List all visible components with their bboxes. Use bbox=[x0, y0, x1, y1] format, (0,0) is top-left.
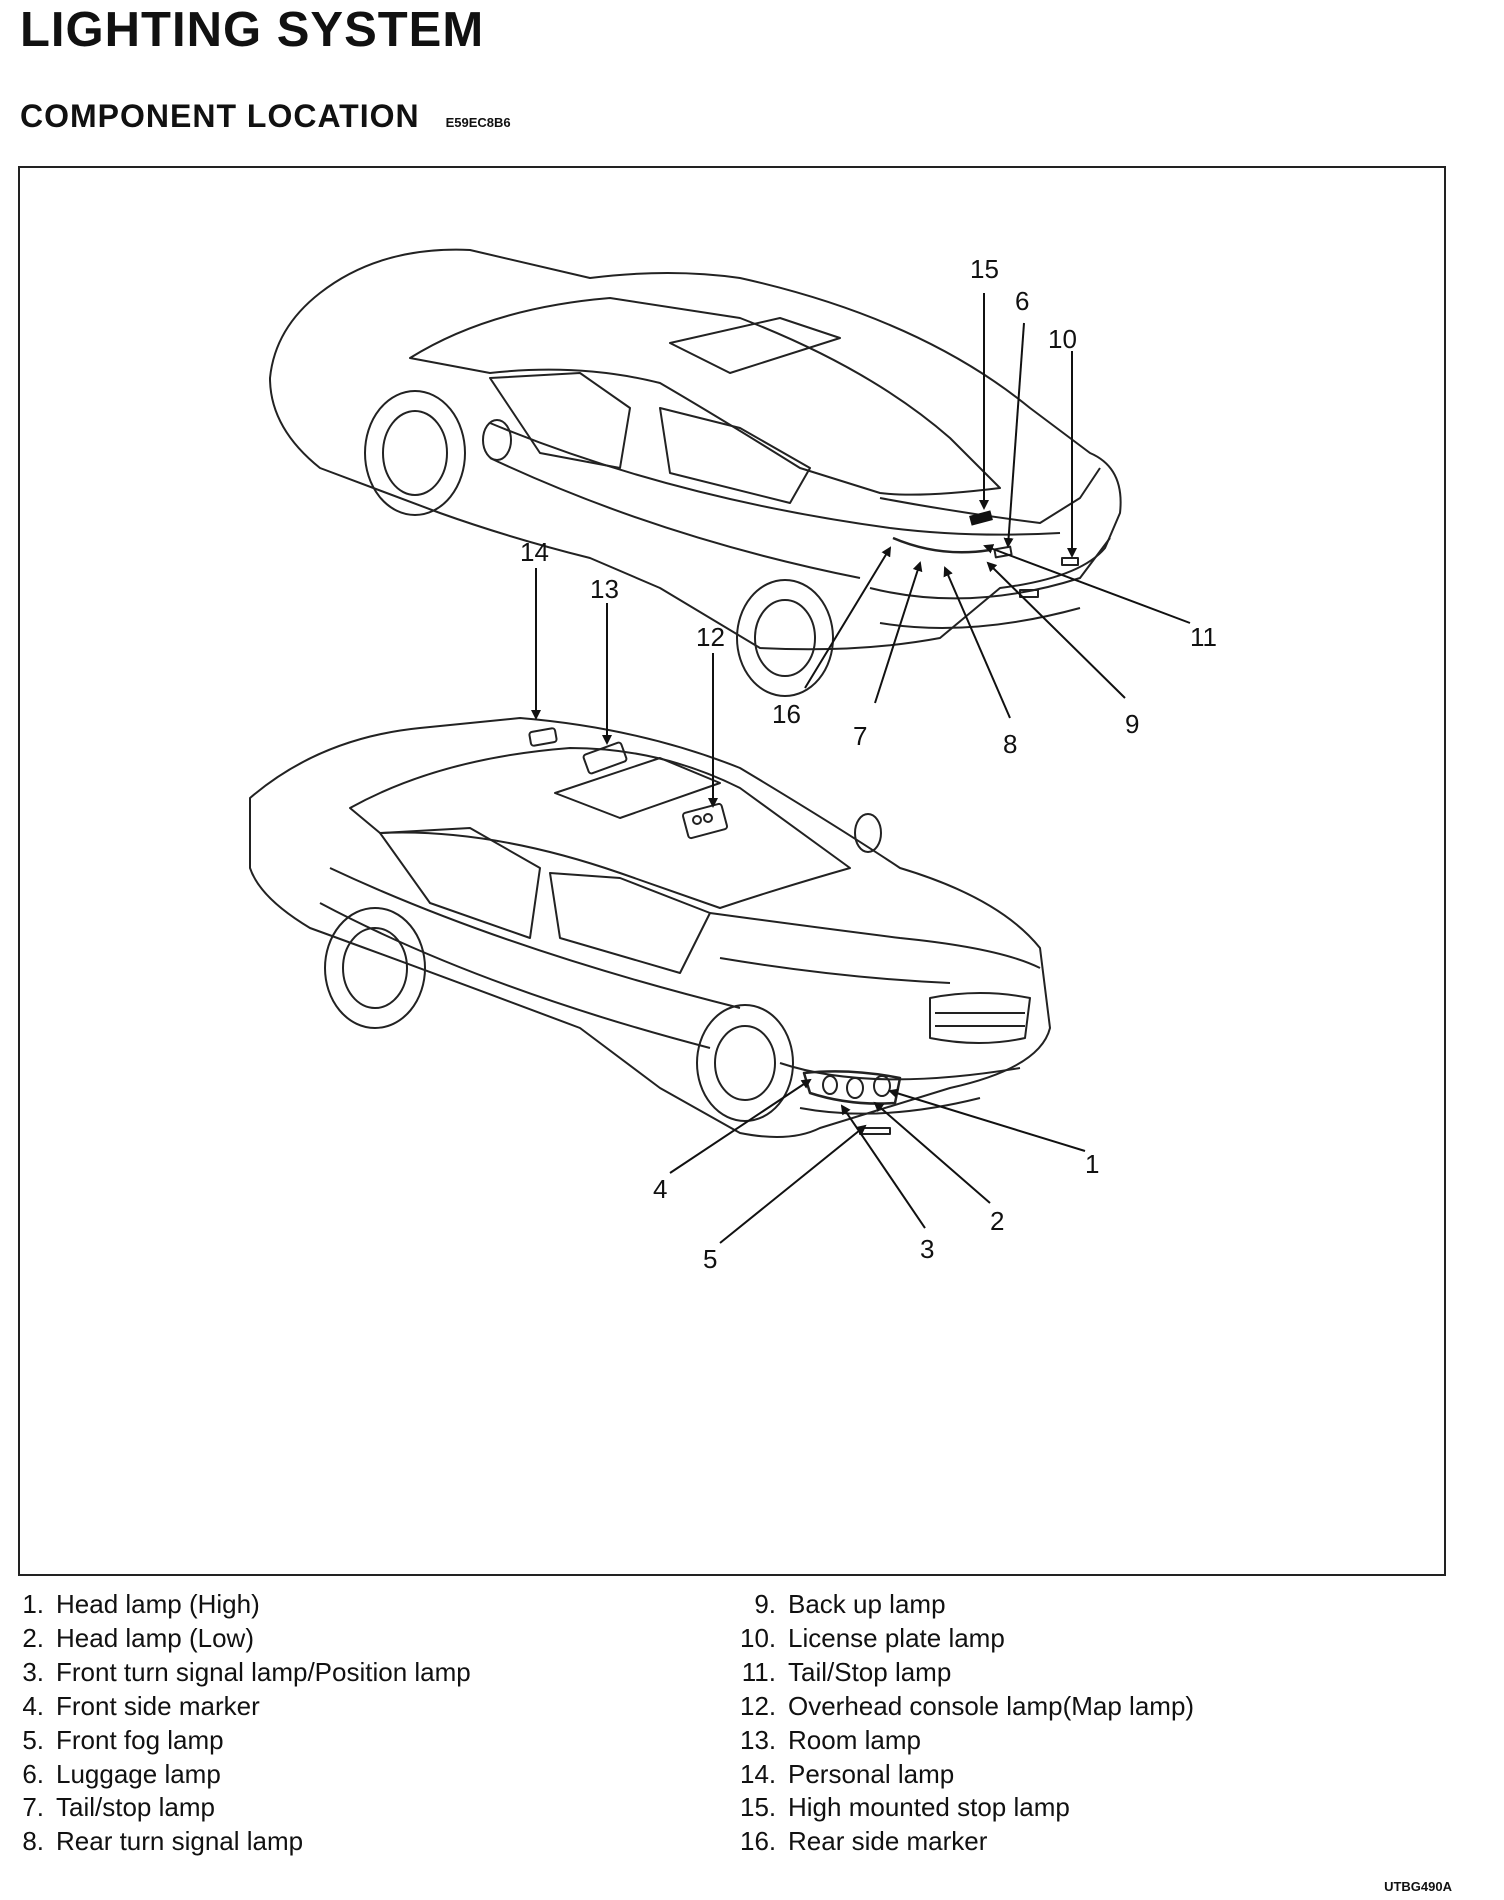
leader-1 bbox=[888, 1088, 1086, 1152]
section-subtitle: COMPONENT LOCATION E59EC8B6 bbox=[20, 98, 511, 135]
callout-15: 15 bbox=[970, 254, 999, 284]
legend-label: Room lamp bbox=[788, 1724, 921, 1755]
legend-number: 5. bbox=[22, 1724, 44, 1755]
legend-item-8: 8. Rear turn signal lamp bbox=[22, 1825, 471, 1859]
leader-7 bbox=[874, 561, 923, 704]
figure-code: UTBG490A bbox=[1384, 1879, 1452, 1894]
rear-view-car bbox=[269, 248, 1122, 697]
legend-item-6: 6. Luggage lamp bbox=[22, 1758, 471, 1792]
legend-label: Luggage lamp bbox=[56, 1758, 221, 1789]
legend-number: 11. bbox=[741, 1656, 776, 1687]
callout-1: 1 bbox=[1085, 1149, 1099, 1179]
legend-label: Personal lamp bbox=[788, 1758, 955, 1789]
leader-5 bbox=[719, 1124, 867, 1244]
legend-number: 9. bbox=[754, 1589, 776, 1619]
callout-7: 7 bbox=[853, 721, 867, 751]
legend-item-16: 16. Rear side marker bbox=[740, 1825, 1194, 1859]
legend-label: Head lamp (High) bbox=[56, 1589, 260, 1619]
legend-number: 6. bbox=[22, 1758, 44, 1789]
car-diagram: 15 6 10 11 9 8 7 16 14 13 12 1 2 3 4 5 bbox=[249, 248, 1217, 1274]
legend-item-4: 4. Front side marker bbox=[22, 1690, 471, 1724]
legend-number: 16. bbox=[740, 1826, 777, 1857]
legend-label: Tail/stop lamp bbox=[56, 1792, 215, 1823]
legend-number: 10. bbox=[740, 1622, 777, 1653]
callout-9: 9 bbox=[1125, 709, 1139, 739]
legend-label: Head lamp (Low) bbox=[56, 1622, 254, 1653]
legend-number: 3. bbox=[22, 1656, 44, 1687]
leader-3 bbox=[840, 1104, 926, 1229]
callout-leaders bbox=[531, 293, 1191, 1244]
callout-16: 16 bbox=[772, 699, 801, 729]
legend-number: 15. bbox=[740, 1792, 777, 1823]
callout-14: 14 bbox=[520, 537, 549, 567]
legend-item-14: 14. Personal lamp bbox=[740, 1758, 1194, 1792]
legend-right-column: 9. Back up lamp 10. License plate lamp 11.… bbox=[740, 1588, 1194, 1859]
callout-12: 12 bbox=[696, 622, 725, 652]
legend-item-10: 10. License plate lamp bbox=[740, 1622, 1194, 1656]
callout-labels: 15 6 10 11 9 8 7 16 14 13 12 1 2 3 4 5 bbox=[520, 254, 1217, 1274]
callout-5: 5 bbox=[703, 1244, 717, 1274]
leader-11 bbox=[983, 544, 1191, 624]
front-view-car bbox=[249, 717, 1051, 1138]
legend-item-2: 2. Head lamp (Low) bbox=[22, 1622, 471, 1656]
legend-label: Front turn signal lamp/Position lamp bbox=[56, 1656, 471, 1687]
legend-item-7: 7. Tail/stop lamp bbox=[22, 1791, 471, 1825]
legend-number: 1. bbox=[22, 1589, 44, 1619]
callout-4: 4 bbox=[653, 1174, 667, 1204]
callout-2: 2 bbox=[990, 1206, 1004, 1236]
legend-number: 13. bbox=[740, 1724, 777, 1755]
legend-label: Overhead console lamp(Map lamp) bbox=[788, 1690, 1195, 1721]
legend-item-9: 9. Back up lamp bbox=[740, 1588, 1194, 1622]
legend-label: High mounted stop lamp bbox=[788, 1792, 1070, 1823]
legend-item-12: 12. Overhead console lamp(Map lamp) bbox=[740, 1690, 1194, 1724]
component-location-figure: 15 6 10 11 9 8 7 16 14 13 12 1 2 3 4 5 bbox=[18, 166, 1446, 1576]
legend-number: 8. bbox=[22, 1826, 44, 1857]
legend-number: 12. bbox=[740, 1690, 777, 1721]
leader-4 bbox=[669, 1078, 812, 1174]
legend-label: Front side marker bbox=[56, 1690, 260, 1721]
legend-item-13: 13. Room lamp bbox=[740, 1724, 1194, 1758]
callout-11: 11 bbox=[1190, 622, 1217, 652]
callout-3: 3 bbox=[920, 1234, 934, 1264]
callout-6: 6 bbox=[1015, 286, 1029, 316]
high-mount-stop-lamp-shape bbox=[969, 510, 993, 526]
legend-number: 2. bbox=[22, 1622, 44, 1653]
legend-number: 4. bbox=[22, 1690, 44, 1721]
callout-13: 13 bbox=[590, 574, 619, 604]
legend-left-column: 1. Head lamp (High) 2. Head lamp (Low) 3. F… bbox=[22, 1588, 471, 1859]
page-title: LIGHTING SYSTEM bbox=[20, 3, 485, 57]
legend-label: Front fog lamp bbox=[56, 1724, 224, 1755]
callout-10: 10 bbox=[1048, 324, 1077, 354]
legend-number: 14. bbox=[740, 1758, 777, 1789]
legend-item-1: 1. Head lamp (High) bbox=[22, 1588, 471, 1622]
document-code: E59EC8B6 bbox=[445, 115, 511, 130]
leader-9 bbox=[986, 561, 1126, 699]
callout-8: 8 bbox=[1003, 729, 1017, 759]
legend-label: License plate lamp bbox=[788, 1622, 1005, 1653]
legend-number: 7. bbox=[22, 1792, 44, 1823]
subtitle-text: COMPONENT LOCATION bbox=[20, 98, 420, 134]
legend-label: Tail/Stop lamp bbox=[788, 1656, 952, 1687]
legend-item-5: 5. Front fog lamp bbox=[22, 1724, 471, 1758]
leader-6 bbox=[1003, 322, 1025, 548]
legend-label: Back up lamp bbox=[788, 1589, 946, 1619]
legend-item-11: 11. Tail/Stop lamp bbox=[740, 1656, 1194, 1690]
legend-label: Rear turn signal lamp bbox=[56, 1826, 304, 1857]
legend-item-15: 15. High mounted stop lamp bbox=[740, 1791, 1194, 1825]
leader-16 bbox=[804, 546, 892, 689]
legend-item-3: 3. Front turn signal lamp/Position lamp bbox=[22, 1656, 471, 1690]
legend-label: Rear side marker bbox=[788, 1826, 988, 1857]
leader-8 bbox=[943, 566, 1011, 719]
leader-2 bbox=[873, 1101, 991, 1204]
